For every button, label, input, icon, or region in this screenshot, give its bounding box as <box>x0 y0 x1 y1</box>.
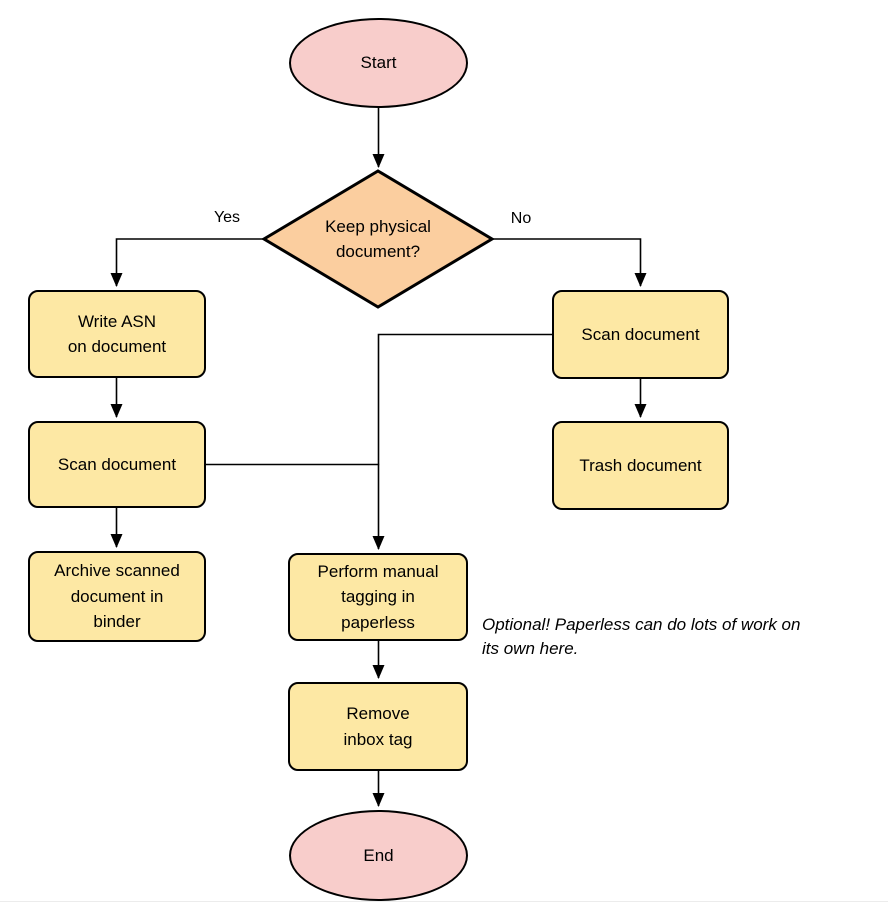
edge-label-no: No <box>510 210 532 227</box>
edge-label-yes: Yes <box>213 209 241 226</box>
node-trash-document-label: Trash document <box>579 455 702 475</box>
node-manual-tagging: Perform manual tagging in paperless <box>288 553 468 641</box>
node-start-label: Start <box>360 53 397 73</box>
node-write-asn-label: Write ASN on document <box>67 311 167 357</box>
node-remove-inbox-tag-label: Remove inbox tag <box>343 704 413 749</box>
node-scan-document-left-label: Scan document <box>57 454 177 474</box>
node-scan-document-left: Scan document <box>28 421 206 508</box>
decision-diamond-shape <box>261 169 495 309</box>
node-end-label: End <box>363 845 394 865</box>
optional-note: Optional! Paperless can do lots of work … <box>482 589 888 661</box>
node-start: Start <box>289 18 468 108</box>
node-end: End <box>289 810 468 901</box>
edge-scan-right-tagging <box>372 333 552 550</box>
node-remove-inbox-tag: Remove inbox tag <box>288 682 468 771</box>
edge-decision-write-asn-yes <box>110 238 264 287</box>
node-decision: Keep physical document? <box>278 210 478 268</box>
bottom-divider <box>0 901 888 902</box>
node-archive-binder: Archive scanned document in binder <box>28 551 206 642</box>
node-scan-document-right: Scan document <box>552 290 729 379</box>
node-archive-binder-label: Archive scanned document in binder <box>54 561 180 632</box>
node-trash-document: Trash document <box>552 421 729 510</box>
node-write-asn: Write ASN on document <box>28 290 206 378</box>
optional-note-text: Optional! Paperless can do lots of work … <box>482 615 801 659</box>
node-decision-label: Keep physical document? <box>325 216 431 262</box>
node-scan-document-right-label: Scan document <box>581 324 700 344</box>
edge-decision-scan-right-no <box>492 238 647 287</box>
node-manual-tagging-label: Perform manual tagging in paperless <box>317 561 439 632</box>
